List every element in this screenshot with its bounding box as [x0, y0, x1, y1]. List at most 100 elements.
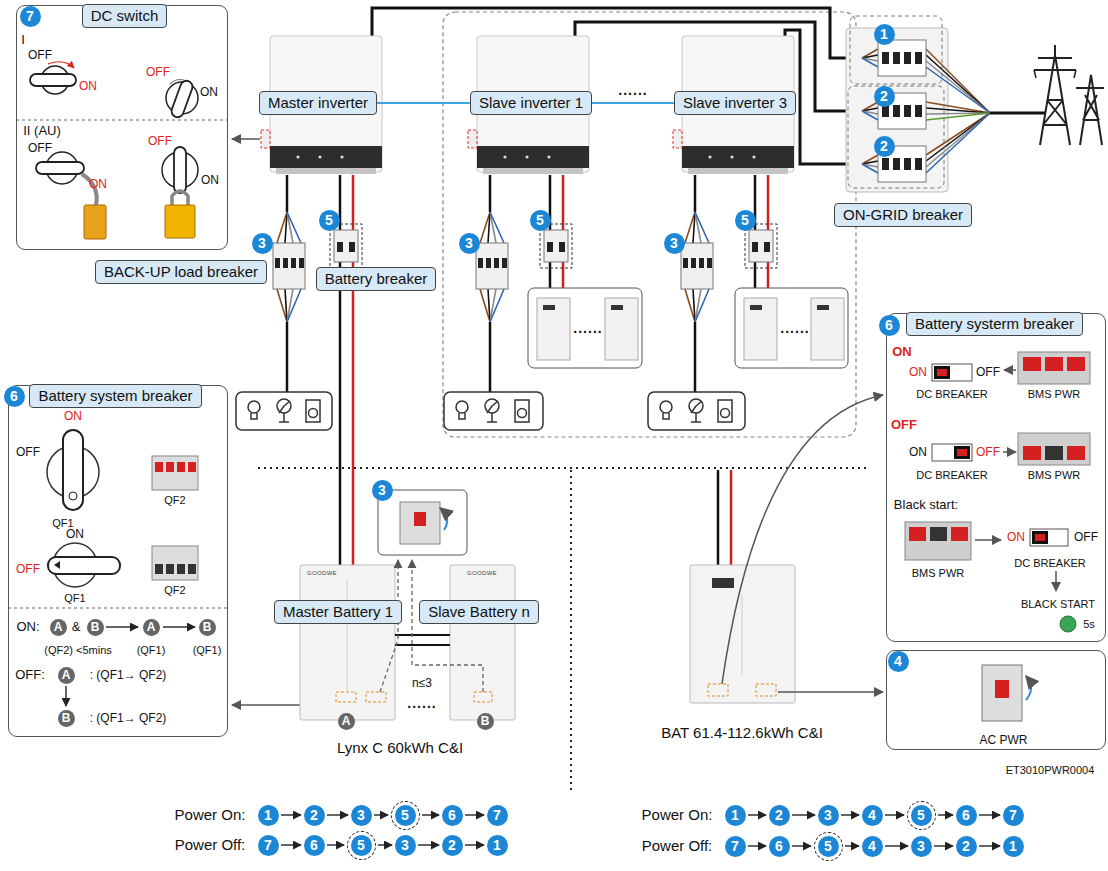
bms-switch-drawing — [1026, 676, 1031, 700]
bms-switch-drawing — [1004, 369, 1016, 371]
bms-switch-drawing — [1030, 529, 1068, 546]
bms-switch-drawing — [957, 449, 967, 456]
sequence-arrow — [281, 814, 301, 816]
load-icons — [691, 401, 702, 422]
on-grid-breaker-box — [862, 161, 878, 164]
load-icons — [306, 400, 320, 422]
state-text: OFF — [891, 418, 917, 432]
on-grid-breaker-box — [882, 105, 889, 117]
state-text: ON — [89, 177, 107, 191]
inverter — [503, 155, 506, 158]
sequence-arrow — [979, 814, 1000, 816]
on-grid-breaker-box — [882, 52, 889, 64]
caption-text: BAT 61.4-112.6kWh C&I — [661, 724, 823, 742]
callout-number: 3 — [372, 480, 393, 501]
slave-battery-group — [817, 305, 829, 310]
battery-breaker — [749, 230, 773, 262]
callout-number: 6 — [879, 315, 900, 336]
bms-switch-drawing — [1032, 531, 1048, 544]
slave-battery-group — [611, 305, 623, 310]
bms-switch-drawing — [932, 444, 972, 461]
label-text: OFF — [28, 48, 52, 62]
on-grid-breaker-box — [926, 49, 990, 113]
on-grid-breaker-box — [893, 158, 900, 170]
battery-switch-drawing — [54, 561, 60, 569]
bms-switch-drawing — [954, 446, 970, 459]
callout-number: 1 — [1003, 836, 1024, 857]
inverter — [276, 168, 376, 174]
label-text: ON — [909, 445, 927, 459]
battery-letter: B — [199, 619, 216, 636]
battery-cabinet — [778, 691, 883, 693]
load-icons — [721, 409, 730, 418]
state-text: ON — [892, 345, 912, 359]
inverter — [483, 168, 583, 174]
battery-cabinet — [742, 595, 743, 675]
dc-switch-drawing — [16, 62, 228, 239]
node-text: Slave Battery n — [428, 603, 530, 620]
ellipsis: ...... — [573, 321, 602, 335]
callout-number: 3 — [252, 233, 273, 254]
backup-breaker — [494, 258, 499, 268]
on-grid-breaker-box — [915, 158, 922, 170]
battery-cabinet — [708, 684, 776, 696]
caption-text: Power On: — [642, 806, 713, 824]
bms-switch-drawing — [1067, 446, 1085, 460]
backup-breaker — [476, 243, 508, 289]
battery-label: Slave Battery n — [419, 600, 539, 624]
load-icons — [236, 392, 745, 430]
sequence-arrow — [845, 845, 859, 847]
label-text: QF1 — [64, 591, 85, 605]
on-grid-breaker-box — [862, 164, 878, 173]
battery-cabinet — [400, 502, 440, 544]
inverter — [547, 155, 550, 158]
load-icons — [718, 400, 732, 422]
backup-breaker — [291, 258, 296, 268]
state-text: ON — [1007, 530, 1025, 544]
sequence-arrow — [885, 814, 904, 816]
label-text: DC BREAKER — [1014, 556, 1086, 570]
battery-cabinet — [450, 565, 515, 720]
panel-heading: Battery system breaker — [29, 384, 201, 408]
battery-breaker — [745, 224, 777, 268]
battery-switch-drawing — [166, 564, 174, 574]
callout-number: 7 — [1003, 805, 1024, 826]
load-icons — [660, 401, 672, 413]
callout-number: 7 — [725, 836, 746, 857]
dc-switch-drawing — [172, 191, 188, 205]
battery-cabinet — [336, 692, 356, 702]
bms-switch-drawing — [1018, 352, 1090, 384]
bms-switch-drawing — [1045, 357, 1063, 371]
panel-heading: Battery systerm breaker — [906, 312, 1083, 336]
dc-switch-drawing — [170, 80, 184, 85]
callout-number: 3 — [664, 233, 685, 254]
on-grid-breaker-box — [878, 40, 926, 76]
battery-breaker — [330, 224, 362, 268]
battery-switch-drawing — [163, 626, 195, 628]
callout-number: 1 — [725, 805, 746, 826]
on-grid-breaker-box — [862, 111, 878, 120]
breaker-label: ON-GRID breaker — [834, 203, 972, 227]
power-pylon — [1034, 45, 1076, 145]
callout-number: 7 — [20, 6, 41, 27]
battery-breaker — [547, 242, 553, 252]
battery-cabinet — [300, 395, 883, 720]
battery-switch-drawing — [66, 627, 195, 706]
callout-number: 4 — [862, 805, 883, 826]
dc-switch-drawing — [48, 62, 74, 68]
on-grid-breaker-box — [926, 67, 990, 113]
load-icons — [518, 409, 527, 418]
battery-switch-drawing — [177, 462, 185, 472]
battery-switch-drawing — [188, 462, 196, 472]
caption-text: Power Off: — [642, 837, 713, 855]
load-icons — [236, 392, 332, 430]
callout-number: 1 — [487, 835, 508, 856]
load-icons — [456, 401, 468, 413]
on-grid-breaker-box — [904, 52, 911, 64]
bms-switch-drawing — [1018, 433, 1090, 465]
battery-letter: B — [87, 619, 104, 636]
callout-number: 5 — [351, 835, 372, 856]
battery-letter: A — [50, 619, 67, 636]
breaker-label: BACK-UP load breaker — [95, 260, 267, 284]
